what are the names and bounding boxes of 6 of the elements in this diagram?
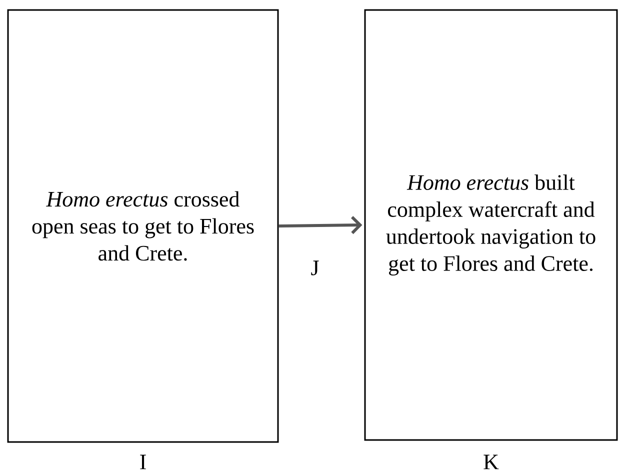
- box-label: I: [140, 454, 146, 470]
- edge-label: J: [310, 260, 320, 276]
- text-box: Homo erectus built complex watercraft and undertook navigation to get to Flores and Crete.: [364, 9, 618, 441]
- box-label: K: [484, 454, 499, 470]
- text-box: Homo erectus crossed open seas to get to Flores and Crete.: [7, 9, 279, 443]
- arrow: [278, 216, 362, 234]
